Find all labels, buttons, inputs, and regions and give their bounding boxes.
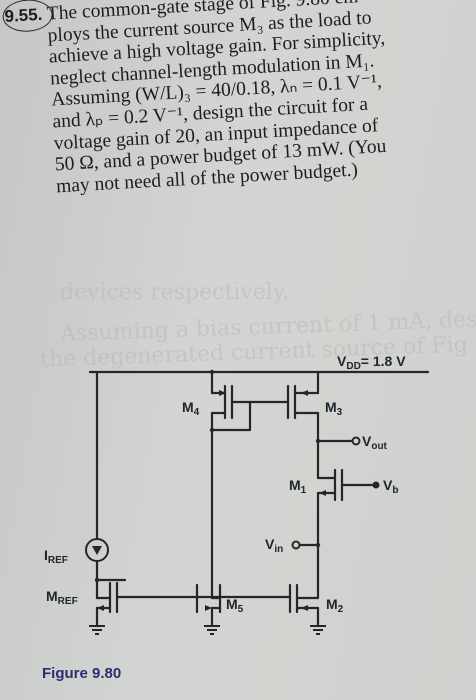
m4-label: M4	[182, 399, 200, 418]
m3-label: M3	[325, 399, 343, 418]
current-source-icon	[85, 538, 109, 562]
m5-label: M5	[226, 596, 244, 615]
m2-label: M2	[326, 596, 344, 615]
vb-label: Vb	[383, 477, 398, 496]
ground-icon	[89, 625, 326, 635]
mref-label: MREF	[46, 588, 78, 607]
vin-label: Vin	[265, 536, 283, 555]
vdd-label: VDD= 1.8 V	[337, 353, 406, 372]
iref-label: IREF	[44, 547, 68, 566]
m1-label: M1	[289, 477, 307, 496]
bleed-through-text-1: devices respectively.	[60, 280, 290, 305]
figure-caption: Figure 9.80	[42, 665, 122, 682]
vout-terminal	[351, 436, 361, 446]
vb-terminal	[372, 481, 380, 489]
vin-terminal	[291, 540, 301, 550]
vout-label: Vout	[362, 433, 388, 452]
